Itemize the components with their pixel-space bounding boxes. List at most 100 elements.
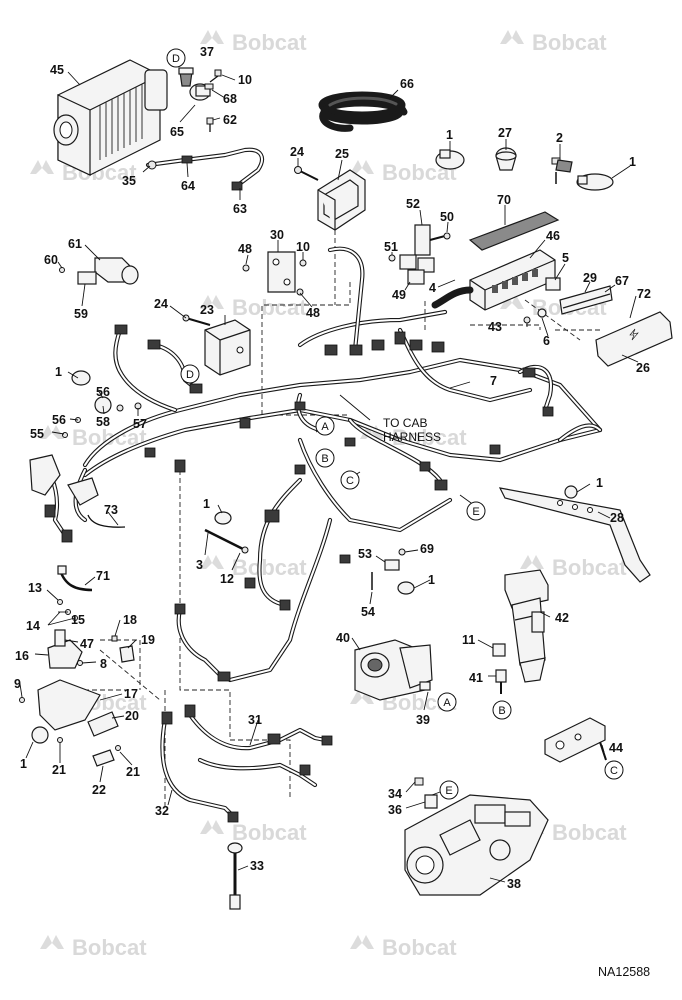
callout: 14 <box>26 619 40 633</box>
callout: 7 <box>490 374 497 388</box>
callout: 36 <box>388 803 402 817</box>
callout: 23 <box>200 303 214 317</box>
callout: 61 <box>68 237 82 251</box>
callout: 27 <box>498 126 512 140</box>
watermark: Bobcat <box>382 935 457 960</box>
watermark: Bobcat <box>232 295 307 320</box>
callout: 67 <box>615 274 629 288</box>
callout: 62 <box>223 113 237 127</box>
callout: 34 <box>388 787 402 801</box>
callout: 44 <box>609 741 623 755</box>
ref-circle: B <box>492 700 512 720</box>
callout: 43 <box>488 320 502 334</box>
callout: 56 <box>96 385 110 399</box>
filter-42 <box>504 569 549 683</box>
ref-circle: D <box>180 364 200 384</box>
cover-26 <box>595 311 673 367</box>
callout: 5 <box>562 251 569 265</box>
hose-66 <box>318 91 408 132</box>
svg-text:B: B <box>498 705 505 717</box>
ref-circle: A <box>437 692 457 712</box>
watermark: Bobcat <box>72 935 147 960</box>
relay-5 <box>545 277 561 291</box>
callout: 40 <box>336 631 350 645</box>
relay-bracket-52 <box>414 224 451 256</box>
callout: 72 <box>637 287 651 301</box>
callout-labels: 45 37 10 68 65 62 35 64 63 66 1 27 2 1 2… <box>14 45 651 891</box>
callout: 22 <box>92 783 106 797</box>
ref-circle: B <box>315 448 335 468</box>
callout: 46 <box>546 229 560 243</box>
callout: 1 <box>428 573 435 587</box>
callout: 73 <box>104 503 118 517</box>
ref-circle: E <box>439 780 459 800</box>
callout: 42 <box>555 611 569 625</box>
callout: 1 <box>55 365 62 379</box>
pump-38 <box>404 794 549 896</box>
callout: 45 <box>50 63 64 77</box>
callout: 71 <box>96 569 110 583</box>
callout: 1 <box>20 757 27 771</box>
watermark: Bobcat <box>232 30 307 55</box>
left-lower-assembly <box>19 565 135 767</box>
svg-text:D: D <box>186 369 194 381</box>
block-44 <box>544 717 607 763</box>
callout: 68 <box>223 92 237 106</box>
callout: 6 <box>543 334 550 348</box>
watermark: Bobcat <box>232 555 307 580</box>
callout: 11 <box>462 633 475 647</box>
note-line-1: TO CAB <box>383 416 427 430</box>
fuse-block-46 <box>431 249 556 311</box>
sensor-37 <box>178 67 194 87</box>
callout: 41 <box>469 671 483 685</box>
watermark: Bobcat <box>532 30 607 55</box>
callout: 4 <box>429 281 436 295</box>
callout: 26 <box>636 361 650 375</box>
svg-text:A: A <box>443 697 451 709</box>
callout: 57 <box>133 417 147 431</box>
ref-circle: D <box>166 48 186 68</box>
callout: 29 <box>583 271 597 285</box>
callout: 38 <box>507 877 521 891</box>
callout: 52 <box>406 197 420 211</box>
callout: 16 <box>15 649 29 663</box>
callout: 64 <box>181 179 195 193</box>
callout: 1 <box>629 155 636 169</box>
callout: 54 <box>361 605 375 619</box>
callout: 13 <box>28 581 42 595</box>
cable-tie-1 <box>435 149 465 170</box>
control-module-45 <box>53 59 168 176</box>
svg-text:B: B <box>321 453 328 465</box>
harness-31-32 <box>160 704 333 823</box>
dashed-reference-lines <box>60 230 600 810</box>
callout: 9 <box>14 677 21 691</box>
callout: 63 <box>233 202 247 216</box>
callout: 21 <box>52 763 66 777</box>
callout: 19 <box>141 633 155 647</box>
callout: 32 <box>155 804 169 818</box>
callout: 55 <box>30 427 44 441</box>
callout: 37 <box>200 45 214 59</box>
callout: 10 <box>296 240 310 254</box>
callout: 30 <box>270 228 284 242</box>
module-23 <box>182 314 251 376</box>
svg-text:D: D <box>172 53 180 65</box>
callout: 69 <box>420 542 434 556</box>
connector-61 <box>59 257 139 285</box>
svg-text:C: C <box>346 475 354 487</box>
cable-tie-1b <box>576 173 614 191</box>
sensor-11-41 <box>492 643 507 694</box>
svg-text:C: C <box>610 765 618 777</box>
clamp-53 <box>371 548 415 595</box>
bracket-25 <box>317 169 366 231</box>
callout: 8 <box>100 657 107 671</box>
main-harness-7 <box>42 246 603 683</box>
callout: 17 <box>124 687 138 701</box>
leader-lines <box>19 71 639 883</box>
starter-40 <box>354 639 433 701</box>
bolts-10-68-62 <box>204 69 222 132</box>
callout: 48 <box>306 306 320 320</box>
callout: 10 <box>238 73 252 87</box>
bolt-24 <box>294 166 319 181</box>
